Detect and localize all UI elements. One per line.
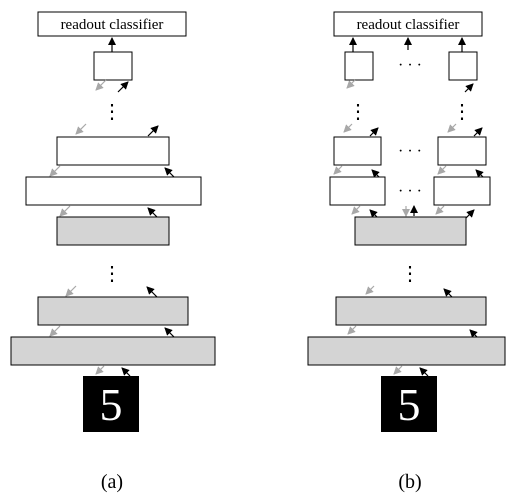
input-digit-image-a: 5: [83, 376, 139, 432]
top-unit-a: [93, 51, 133, 81]
vertical-ellipsis-upper-a: ⋮: [102, 101, 122, 123]
arrow-black-a-4: [147, 207, 159, 219]
arrow-gray-b-2: [343, 123, 353, 133]
layer-white-b-2-left: [329, 176, 386, 206]
arrow-gray-b-9: [365, 285, 375, 295]
panel-b: readout classifier · · · ⋮ ⋮ · · · · · ·: [307, 11, 506, 493]
input-digit-image-b: 5: [381, 376, 437, 432]
readout-classifier-b: readout classifier: [333, 11, 483, 37]
digit-b: 5: [398, 379, 421, 430]
layer-white-a-2: [25, 176, 202, 206]
vertical-ellipsis-right-b: ⋮: [452, 101, 472, 123]
arrow-black-b-11: [419, 367, 429, 377]
arrow-gray-b-8: [435, 205, 445, 215]
arrow-gray-b-11: [393, 365, 403, 375]
arrow-black-b-9: [443, 288, 453, 298]
layer-gray-a-2: [37, 296, 189, 326]
panel-a: readout classifier ⋮ ⋮: [10, 11, 216, 493]
top-unit-b-left: [344, 51, 374, 81]
mid-dots-2-b: · · ·: [398, 183, 422, 200]
arrow-gray-b-3: [447, 123, 457, 133]
arrow-gray-b-5: [437, 165, 447, 175]
arrow-gray-b-10: [347, 325, 357, 335]
arrow-gray-b-6: [351, 205, 361, 215]
arrow-gray-a-1: [95, 79, 107, 91]
layer-white-a-1: [56, 136, 170, 166]
arrow-gray-a-4: [59, 205, 71, 217]
arrow-black-a-5: [146, 286, 158, 298]
arrow-gray-a-2: [75, 123, 87, 135]
layer-white-b-1-right: [437, 136, 487, 166]
arrow-black-b-3: [473, 127, 483, 137]
readout-label-b: readout classifier: [357, 17, 460, 33]
arrow-black-a-3: [164, 167, 176, 179]
layer-gray-a-3: [10, 336, 216, 366]
layer-gray-b-2: [335, 296, 487, 326]
vertical-ellipsis-lower-a: ⋮: [102, 263, 122, 285]
arrow-gray-a-7: [95, 365, 105, 375]
arrow-gray-b-4: [333, 165, 343, 175]
layer-gray-b-1: [354, 216, 467, 246]
digit-a: 5: [100, 379, 123, 430]
arrow-black-a-6: [164, 327, 176, 339]
vertical-ellipsis-left-b: ⋮: [348, 101, 368, 123]
arrow-black-b-8: [465, 209, 475, 219]
caption-a: (a): [101, 471, 123, 493]
readout-classifier-a: readout classifier: [37, 11, 187, 37]
arrow-gray-b-1: [346, 79, 356, 89]
arrow-black-b-1: [464, 83, 474, 93]
mid-dots-1-b: · · ·: [398, 143, 422, 160]
vertical-ellipsis-lower-b: ⋮: [400, 263, 420, 285]
layer-gray-b-3: [307, 336, 506, 366]
readout-label-a: readout classifier: [61, 17, 164, 33]
layer-white-b-1-left: [333, 136, 382, 166]
top-unit-b-right: [448, 51, 478, 81]
arrow-black-a-1: [117, 81, 129, 93]
arrow-black-a-7: [121, 367, 131, 377]
arrow-black-a-2: [147, 125, 159, 137]
top-dots-b: · · ·: [398, 57, 422, 74]
arrow-gray-a-3: [49, 165, 61, 177]
layer-white-b-2-right: [433, 176, 491, 206]
caption-b: (b): [398, 471, 421, 493]
arrow-gray-a-5: [65, 285, 77, 297]
layer-gray-a-1: [56, 216, 170, 246]
arrow-black-b-2: [369, 127, 379, 137]
arrow-gray-a-6: [49, 325, 61, 337]
